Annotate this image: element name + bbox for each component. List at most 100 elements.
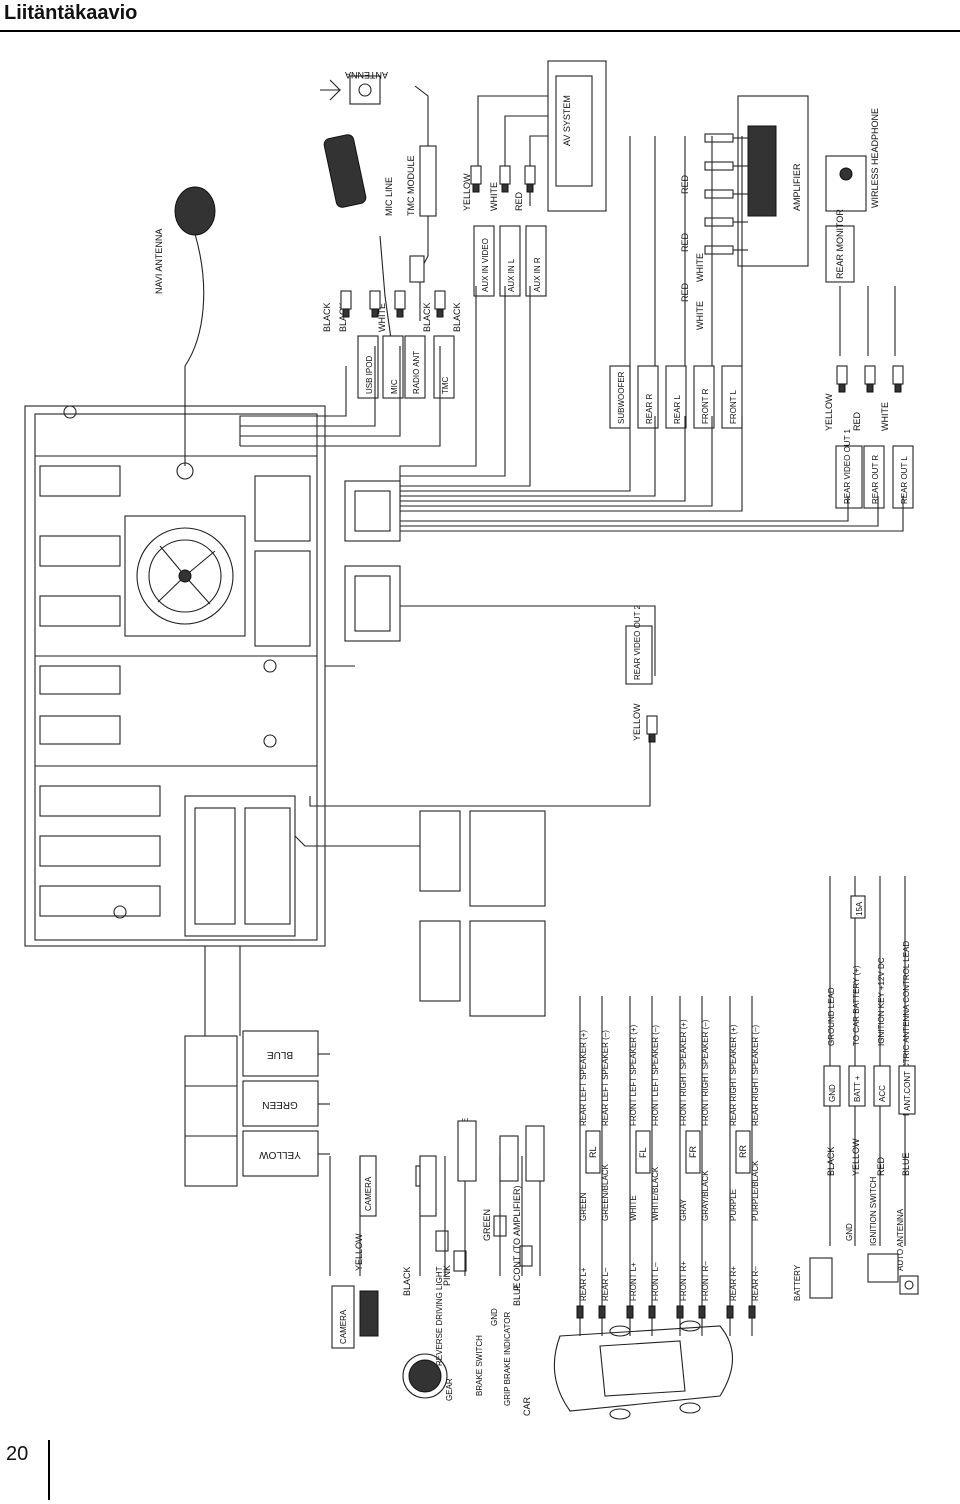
speaker-wire-label: REAR RIGHT SPEAKER (–) [751, 1024, 760, 1126]
speaker-wire-label: FRONT RIGHT SPEAKER (–) [701, 1019, 710, 1126]
rear-out-color-label: RED [852, 411, 862, 431]
power-wire-tag: ANT.CONT [903, 1071, 912, 1111]
connector-aux-in-video: AUX IN VIDEO [473, 225, 495, 297]
connector-label: AUX IN L [507, 258, 516, 292]
amplifier-label: AMPLIFIER [792, 163, 802, 211]
navi-antenna-device [174, 186, 216, 466]
speaker-group-label: RR [738, 1145, 748, 1158]
connector-label: REAR L [673, 395, 682, 424]
control-blue: BLUE [512, 1282, 522, 1306]
rear-out-plugs: YELLOW RED WHITE YELLOW [632, 365, 904, 743]
camera-plug-label: CAMERA [364, 1176, 373, 1211]
ignition-switch-label: IGNITION SWITCH [869, 1176, 878, 1246]
speaker-terminal: FRONT R– [701, 1261, 710, 1301]
page-number: 20 [6, 1443, 29, 1465]
speaker-wire-label: REAR LEFT SPEAKER (+) [579, 1030, 588, 1126]
connector-label: REAR R [645, 394, 654, 424]
mic-line-wire [379, 235, 393, 347]
speaker-wire-label: FRONT LEFT SPEAKER (–) [651, 1025, 660, 1126]
speaker-wire-color: WHITE [629, 1195, 638, 1221]
speaker-wire-label: FRONT RIGHT SPEAKER (+) [679, 1019, 688, 1126]
connector-mic: MIC [382, 335, 404, 399]
rear-video-out2-plug [646, 715, 658, 743]
iso-connector-label: YELLOW [259, 1149, 301, 1160]
speaker-terminal: FRONT L– [651, 1262, 660, 1301]
speaker-wire-color: PURPLE/BLACK [751, 1160, 760, 1221]
control-black: BLACK [402, 1266, 412, 1296]
ignition-switch-device [867, 1253, 899, 1283]
plug [524, 165, 536, 193]
plug-color-label: BLACK [452, 302, 462, 332]
connector-aux-in-r: AUX IN R [525, 225, 547, 297]
connector-label: FRONT R [701, 388, 710, 424]
wireless-headphone-device [825, 155, 867, 212]
plug-color-label: RED [514, 191, 524, 211]
speaker-group-label: FR [688, 1146, 698, 1158]
tmc-module-device [409, 85, 437, 321]
speaker-terminal: REAR L+ [579, 1267, 588, 1301]
plug [369, 290, 381, 318]
battery-label: BATTERY [793, 1264, 802, 1301]
power-wire-color: BLUE [901, 1152, 911, 1176]
rear-out-plug [892, 365, 904, 393]
gear-knob [402, 1353, 448, 1399]
car-illustration [553, 1320, 733, 1420]
control-pink: PINK [442, 1265, 452, 1286]
speaker-wire-label: REAR LEFT SPEAKER (–) [601, 1030, 610, 1126]
control-reverse-driving-light: REVERSE DRIVING LIGHT [435, 1266, 444, 1366]
connector-label: FRONT L [729, 389, 738, 424]
ipod-device [323, 134, 367, 208]
mid-connectors [344, 480, 546, 1017]
speaker-terminal: FRONT R+ [679, 1261, 688, 1301]
speaker-group-fl: FL [635, 1130, 651, 1174]
power-wire-color: BLACK [826, 1146, 836, 1176]
auto-antenna-label: AUTO ANTENNA [896, 1208, 905, 1271]
rear-out-color-label: YELLOW [824, 393, 834, 431]
connector-rear-video-out-1: REAR VIDEO OUT 1 [835, 428, 863, 509]
connector-label: SUBWOOFER [617, 371, 626, 424]
plug [434, 290, 446, 318]
speaker-group-rr: RR [735, 1130, 751, 1174]
plug [470, 165, 482, 193]
plug [499, 165, 511, 193]
speaker-wire-color: GRAY/BLACK [701, 1170, 710, 1221]
antenna-device [320, 75, 381, 105]
wireless-headphone-label: WIRLESS HEADPHONE [870, 108, 880, 208]
mic-line-label: MIC LINE [384, 177, 394, 216]
tmc-module-label: TMC MODULE [406, 156, 416, 217]
power-wire-label: GROUND LEAD [827, 987, 836, 1046]
speaker-wire-color: GREEN/BLACK [601, 1163, 610, 1221]
rear-video-out2-color: YELLOW [632, 703, 642, 741]
iso-connector-green: GREEN [242, 1080, 330, 1127]
speaker-wire-color: GRAY [679, 1198, 688, 1221]
iso-connector-yellow: YELLOW [242, 1130, 330, 1177]
plug-color-label: YELLOW [462, 173, 472, 211]
speaker-terminal: FRONT L+ [629, 1262, 638, 1301]
connector-label: REAR OUT R [871, 455, 880, 504]
connector-front-l: FRONT L [721, 365, 743, 429]
control-green: GREEN [482, 1209, 492, 1241]
speaker-wire-color: WHITE/BLACK [651, 1166, 660, 1221]
control-p-cont-amp: P. CONT (TO AMPLIFIER) [512, 1185, 522, 1291]
av-system-device [547, 60, 607, 212]
power-wire-label: IGNITION KEY +12V DC [877, 957, 886, 1046]
connector-rear-video-out-2: REAR VIDEO OUT 2 [625, 604, 653, 685]
control-grip-brake-indicator: GRIP BRAKE INDICATOR [503, 1312, 512, 1406]
speaker-group-rl: RL [585, 1130, 601, 1174]
rear-out-color-label: WHITE [880, 402, 890, 431]
iso-connectors [184, 946, 241, 1187]
power-wire-tag: ACC [878, 1085, 887, 1102]
plug [340, 290, 352, 318]
wiring-diagram: NAVI ANTENNA ANTENNA MIC LINE TMC MODULE… [24, 60, 919, 1420]
connector-radio-ant: RADIO ANT [404, 335, 426, 399]
power-wire-color: YELLOW [851, 1138, 861, 1176]
camera-yellow-label: YELLOW [354, 1233, 364, 1271]
speaker-group-label: RL [588, 1146, 598, 1158]
ground-label: GND [845, 1223, 854, 1241]
rear-monitor-box [825, 225, 855, 283]
speaker-group-label: FL [638, 1147, 648, 1158]
connector-aux-in-l: AUX IN L [499, 225, 521, 297]
connector-label: AUX IN VIDEO [481, 238, 490, 292]
